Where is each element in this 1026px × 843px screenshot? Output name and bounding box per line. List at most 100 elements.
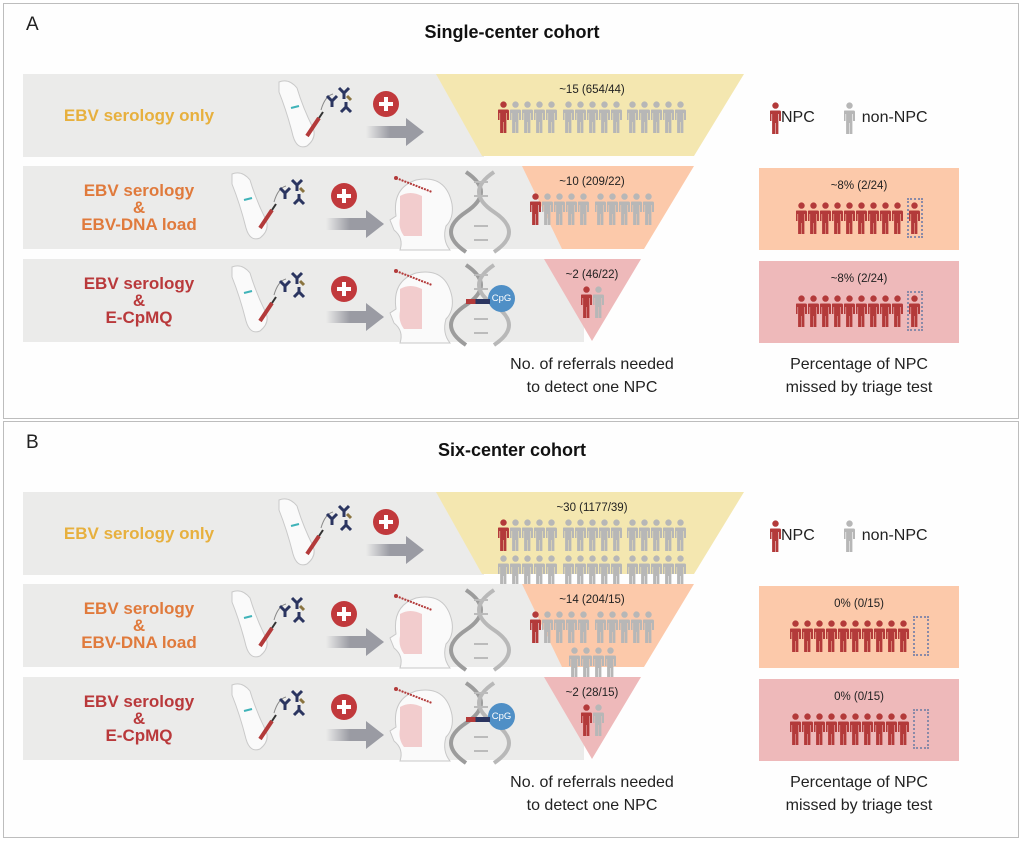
cpg-badge: CpG xyxy=(488,285,515,312)
arrow-icon xyxy=(366,536,424,564)
npc-person-icon xyxy=(868,295,879,327)
npc-person-icon xyxy=(898,620,909,652)
referral-count: ~2 (46/22) xyxy=(565,269,619,281)
plus-icon xyxy=(331,694,357,720)
npc-person-icon xyxy=(802,713,813,745)
non-npc-person-icon xyxy=(569,647,580,679)
strategy-label: EBV serology&EBV-DNA load xyxy=(24,182,254,233)
panel-letter: B xyxy=(26,432,39,453)
strategy-row-graphic xyxy=(23,677,641,765)
strategy-label-line: EBV serology xyxy=(83,274,195,293)
cpg-badge: CpG xyxy=(488,703,515,730)
referral-count: ~14 (204/15) xyxy=(559,594,625,606)
npc-person-icon xyxy=(790,620,801,652)
non-npc-person-icon xyxy=(599,555,610,587)
npc-person-icon xyxy=(832,202,843,234)
non-npc-person-icon xyxy=(663,101,674,133)
referral-count: ~30 (1177/39) xyxy=(556,502,628,514)
non-npc-person-icon xyxy=(534,555,545,587)
npc-person-icon xyxy=(880,202,891,234)
panel-letter: A xyxy=(26,14,39,35)
missed-npc-dotted-box xyxy=(906,291,923,331)
referral-count: ~15 (654/44) xyxy=(559,84,625,96)
panel-b: B Six-center cohort EBV serology only ~30 … xyxy=(3,421,1019,838)
arm-blood-draw-icon xyxy=(278,80,334,148)
npc-person-icon xyxy=(838,620,849,652)
plus-icon xyxy=(331,276,357,302)
strategy-label: EBV serology&EBV-DNA load xyxy=(24,600,254,651)
arrow-icon xyxy=(326,303,384,331)
non-npc-person-icon xyxy=(546,555,557,587)
non-npc-person-icon xyxy=(593,286,604,318)
plus-icon xyxy=(331,601,357,627)
non-npc-person-icon xyxy=(575,101,586,133)
non-npc-person-icon xyxy=(619,193,630,225)
npc-person-icon xyxy=(498,101,509,133)
referral-people xyxy=(482,611,702,681)
npc-person-icon xyxy=(770,520,781,552)
non-npc-person-icon xyxy=(643,611,654,643)
strategy-label-line: EBV-DNA load xyxy=(81,215,197,234)
missed-npc-people xyxy=(759,198,959,238)
missed-npc-text: 0% (0/15) xyxy=(834,598,884,610)
arrow-icon xyxy=(326,721,384,749)
missed-npc-box: ~8% (2/24) xyxy=(759,261,959,343)
strategy-label: EBV serology only xyxy=(24,107,254,124)
npc-person-icon xyxy=(850,620,861,652)
antibody-icon xyxy=(278,689,306,717)
strategy-label-line: & xyxy=(132,198,146,217)
non-npc-person-icon xyxy=(522,519,533,551)
non-npc-person-icon xyxy=(554,193,565,225)
missed-npc-dotted-box xyxy=(912,709,929,749)
missed-npc-box: 0% (0/15) xyxy=(759,586,959,668)
non-npc-person-icon xyxy=(534,101,545,133)
npc-person-icon xyxy=(826,713,837,745)
npc-person-icon xyxy=(844,295,855,327)
missed-npc-person-icon xyxy=(909,202,920,234)
npc-person-icon xyxy=(838,713,849,745)
legend-non-npc-label: non-NPC xyxy=(861,109,928,126)
strategy-label-line: EBV-DNA load xyxy=(81,633,197,652)
non-npc-person-icon xyxy=(651,555,662,587)
panel-title: Six-center cohort xyxy=(437,440,587,460)
legend-non-npc-label: non-NPC xyxy=(861,527,928,544)
caption-line: Percentage of NPC xyxy=(790,356,928,373)
non-npc-person-icon xyxy=(643,193,654,225)
missed-npc-box: 0% (0/15) xyxy=(759,679,959,761)
npc-person-icon xyxy=(530,611,541,643)
strategy-label-line: EBV serology xyxy=(83,599,195,618)
non-npc-person-icon xyxy=(631,611,642,643)
non-npc-person-icon xyxy=(844,520,855,552)
missed-npc-text: ~8% (2/24) xyxy=(830,180,888,192)
npc-person-icon xyxy=(802,620,813,652)
non-npc-person-icon xyxy=(542,193,553,225)
npc-person-icon xyxy=(874,713,885,745)
npc-person-icon xyxy=(880,295,891,327)
npc-person-icon xyxy=(898,713,909,745)
nasopharynx-head-icon xyxy=(389,176,453,251)
strategy-label-line: EBV serology xyxy=(83,692,195,711)
arrow-icon xyxy=(326,210,384,238)
strategy-label-line: E-CpMQ xyxy=(105,726,173,745)
non-npc-person-icon xyxy=(542,611,553,643)
strategy-label-line: & xyxy=(132,291,146,310)
npc-person-icon xyxy=(868,202,879,234)
non-npc-person-icon xyxy=(663,519,674,551)
strategy-label: EBV serology only xyxy=(24,525,254,542)
npc-person-icon xyxy=(862,620,873,652)
non-npc-person-icon xyxy=(498,555,509,587)
nasopharynx-head-icon xyxy=(389,269,453,344)
non-npc-person-icon xyxy=(675,519,686,551)
strategy-label-line: EBV serology only xyxy=(63,524,215,543)
plus-icon xyxy=(373,91,399,117)
non-npc-person-icon xyxy=(510,519,521,551)
missed-npc-people xyxy=(759,709,959,749)
antibody-icon xyxy=(278,271,306,299)
non-npc-person-icon xyxy=(599,519,610,551)
non-npc-person-icon xyxy=(611,519,622,551)
non-npc-person-icon xyxy=(651,519,662,551)
npc-person-icon xyxy=(790,713,801,745)
